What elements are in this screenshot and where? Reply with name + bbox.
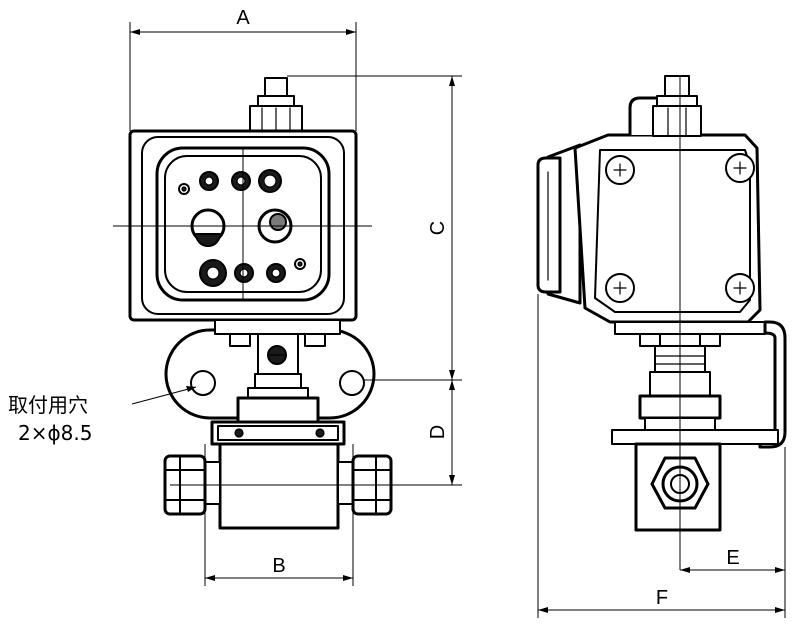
dimension-labels: A B C D E F (236, 7, 739, 609)
side-valve-body (634, 442, 722, 532)
stem-coupling (247, 333, 309, 399)
side-bolts (605, 153, 755, 303)
dimension-d-label: D (427, 425, 449, 439)
side-view (536, 75, 787, 570)
dimension-f-label: F (656, 587, 668, 609)
mounting-hole-note-line2: 2×ϕ8.5 (18, 421, 92, 445)
mounting-hole-note-line1: 取付用穴 (8, 393, 88, 417)
dimension-lines (129, 22, 786, 618)
side-top-connector (628, 75, 702, 137)
valve-bonnet (210, 396, 346, 446)
mounting-hole-note: 取付用穴 2×ϕ8.5 (8, 393, 92, 445)
dimension-a-label: A (236, 7, 250, 29)
dimension-e-label: E (726, 547, 739, 569)
side-end-cap (536, 143, 582, 305)
front-view (113, 77, 415, 530)
dimension-c-label: C (427, 221, 449, 235)
side-bracket (611, 320, 787, 449)
top-connector (249, 77, 303, 132)
valve-body (204, 442, 354, 530)
dimension-b-label: B (272, 555, 285, 577)
